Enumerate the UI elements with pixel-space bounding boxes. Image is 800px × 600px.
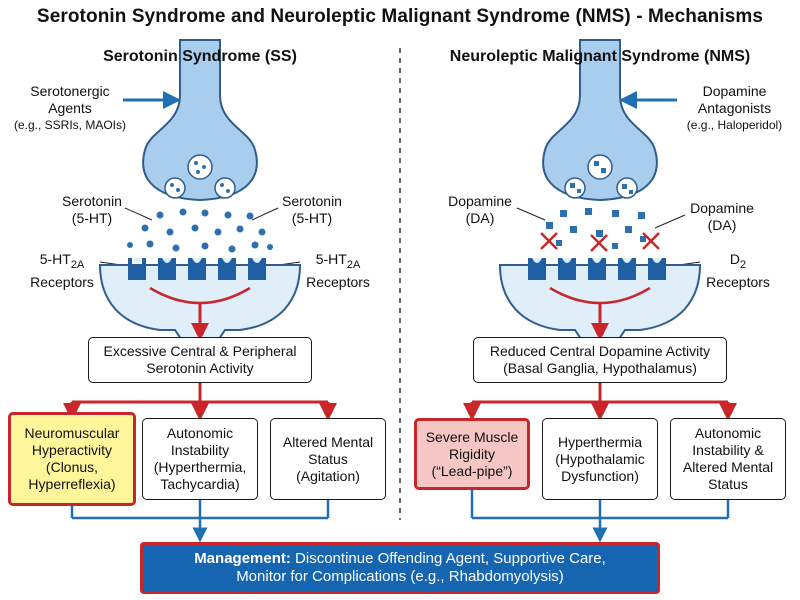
management-box: Management: Discontinue Offending Agent,…	[140, 542, 660, 594]
ss-heading: Serotonin Syndrome (SS)	[103, 48, 297, 65]
ss-blue-arrows	[70, 500, 330, 543]
nms-signal-curve	[549, 286, 651, 305]
nms-dopamine-right-label: Dopamine(DA)	[690, 200, 754, 233]
dopamine-molecules	[546, 208, 646, 249]
nms-presynaptic-neuron	[542, 39, 658, 202]
ss-red-arrows	[63, 382, 337, 421]
ss-vesicle-dots	[170, 161, 230, 193]
blocked-receptor-x-marks	[540, 232, 660, 252]
nms-heading: Neuroleptic Malignant Syndrome (NMS)	[449, 48, 751, 65]
ss-presynaptic-neuron	[142, 39, 258, 202]
ss-vesicles	[164, 154, 236, 199]
nms-receptor-label: D2 Receptors	[706, 251, 770, 290]
ss-receptor-right-label: 5-HT2A Receptors	[306, 251, 370, 290]
nms-dopamine-left-label: Dopamine(DA)	[448, 193, 512, 226]
management-label: Management:	[194, 550, 291, 567]
management-text-line1: Discontinue Offending Agent, Supportive …	[295, 550, 606, 567]
ss-receptors	[128, 258, 266, 280]
ss-serotonin-right-label: Serotonin(5-HT)	[282, 193, 342, 226]
nms-red-arrows	[463, 382, 737, 421]
ss-signal-curve	[149, 286, 251, 305]
management-text-line2: Monitor for Complications (e.g., Rhabdom…	[236, 568, 564, 585]
ss-serotonin-left-label: Serotonin(5-HT)	[62, 193, 122, 226]
nms-activity-box: Reduced Central Dopamine Activity(Basal …	[473, 337, 727, 383]
nms-vesicle-squares	[570, 161, 633, 194]
diagram-title: Serotonin Syndrome and Neuroleptic Malig…	[36, 6, 764, 27]
serotonin-molecules	[127, 208, 273, 253]
ss-receptor-left-label: 5-HT2A Receptors	[30, 251, 94, 290]
nms-receptors	[528, 258, 666, 280]
nms-blue-arrows	[470, 490, 730, 543]
